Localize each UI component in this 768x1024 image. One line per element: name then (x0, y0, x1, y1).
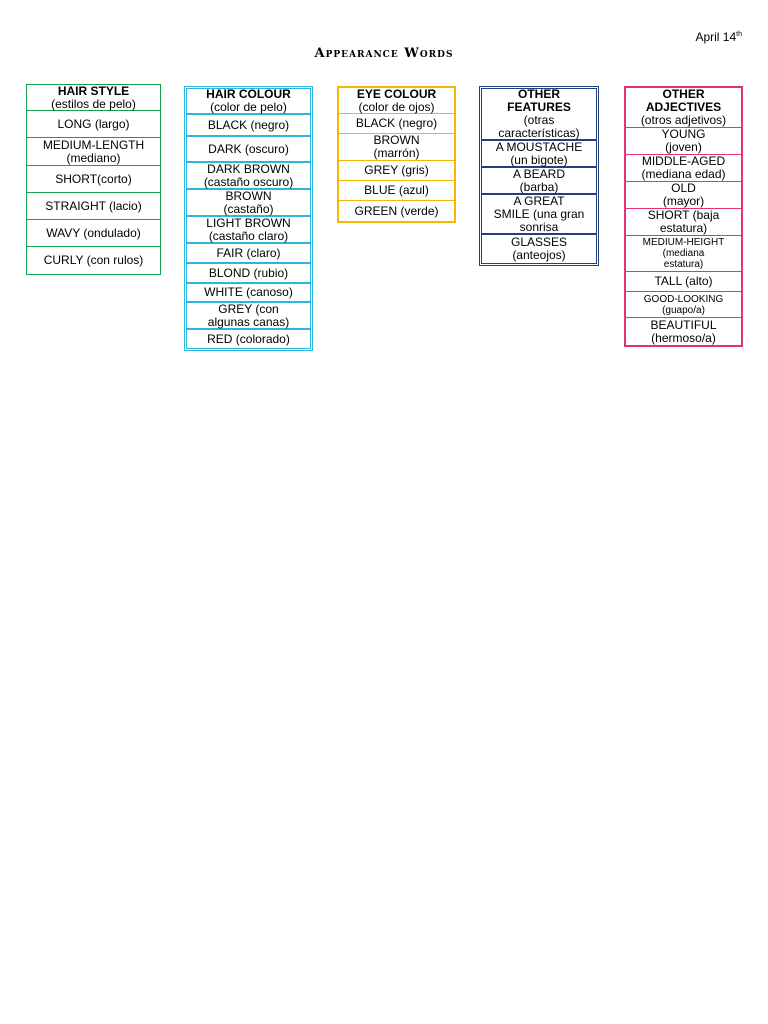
other-features-header: OTHER FEATURES (otras características) (482, 88, 596, 141)
other-adjectives-table: OTHER ADJECTIVES (otros adjetivos) YOUNG… (624, 86, 743, 347)
eye-colour-table: EYE COLOUR (color de ojos) BLACK (negro)… (337, 86, 456, 223)
list-item: FAIR (claro) (187, 244, 310, 264)
list-item: WAVY (ondulado) (27, 220, 160, 247)
other-features-table: OTHER FEATURES (otras características) A… (479, 86, 599, 266)
hair-style-table: HAIR STYLE (estilos de pelo) LONG (largo… (26, 84, 161, 275)
list-item: LIGHT BROWN(castaño claro) (187, 216, 310, 244)
list-item: BLACK (negro) (187, 115, 310, 137)
list-item: BLACK (negro) (339, 114, 454, 134)
other-adjectives-header: OTHER ADJECTIVES (otros adjetivos) (626, 88, 741, 128)
list-item: MEDIUM-LENGTH(mediano) (27, 138, 160, 166)
list-item: BROWN(castaño) (187, 189, 310, 217)
list-item: SHORT(corto) (27, 166, 160, 193)
list-item: OLD(mayor) (626, 182, 741, 209)
hair-colour-header: HAIR COLOUR (color de pelo) (187, 88, 310, 115)
list-item: A BEARD(barba) (482, 167, 596, 195)
list-item: BEAUTIFUL(hermoso/a) (650, 317, 717, 345)
list-item: BLUE (azul) (339, 181, 454, 201)
list-item: WHITE (canoso) (187, 284, 310, 303)
list-item: GLASSES(anteojos) (510, 235, 568, 262)
list-item: BROWN(marrón) (339, 134, 454, 161)
list-item: YOUNG(joven) (626, 128, 741, 155)
list-item: GOOD-LOOKING(guapo/a) (626, 292, 741, 318)
list-item: LONG (largo) (27, 111, 160, 138)
list-item: TALL (alto) (626, 272, 741, 292)
list-item: MIDDLE-AGED(mediana edad) (626, 155, 741, 182)
date: April 14th (695, 30, 742, 44)
list-item: GREEN (verde) (354, 203, 439, 218)
list-item: DARK (oscuro) (187, 137, 310, 163)
list-item: CURLY (con rulos) (43, 253, 144, 267)
hair-style-header: HAIR STYLE (estilos de pelo) (27, 84, 160, 111)
list-item: DARK BROWN(castaño oscuro) (187, 162, 310, 190)
list-item: A MOUSTACHE(un bigote) (482, 140, 596, 168)
page-title: Appearance Words (314, 46, 454, 61)
list-item: RED (colorado) (207, 331, 290, 346)
list-item: BLOND (rubio) (187, 264, 310, 284)
eye-colour-header: EYE COLOUR (color de ojos) (339, 87, 454, 114)
list-item: GREY (gris) (339, 161, 454, 181)
list-item: STRAIGHT (lacio) (27, 193, 160, 220)
hair-colour-table: HAIR COLOUR (color de pelo) BLACK (negro… (184, 86, 313, 351)
